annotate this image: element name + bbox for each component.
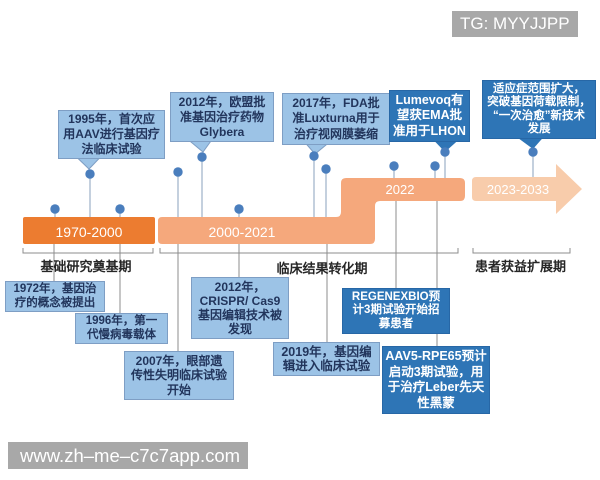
period-brackets — [22, 248, 571, 254]
segment-label-1970-2000: 1970-2000 — [55, 224, 123, 240]
event-box-1996-lentivirus: 1996年，第一 代慢病毒载体 — [75, 313, 168, 344]
event-box-aav5-rpe65: AAV5-RPE65预计 启动3期试验，用 于治疗Leber先天 性黑蒙 — [382, 346, 490, 414]
callout-tail-expansion — [516, 136, 544, 149]
period-label-patient: 患者获益扩展期 — [474, 259, 566, 274]
event-box-regenexbio-phase3: REGENEXBIO预 计3期试验开始招 募患者 — [342, 288, 450, 334]
segment-label-2023-2033: 2023-2033 — [486, 182, 550, 197]
event-dot — [115, 204, 125, 214]
period-bracket-clinical — [159, 248, 459, 254]
bar-1970-2000 — [23, 217, 155, 244]
event-dot — [389, 161, 399, 171]
event-dot — [85, 169, 95, 179]
event-box-2019-gene-editing: 2019年，基因编 辑进入临床试验 — [273, 342, 380, 376]
period-label-clinical: 临床结果转化期 — [276, 261, 368, 276]
period-bracket-foundation — [22, 248, 154, 254]
event-dot — [309, 151, 319, 161]
event-box-1972-concept: 1972年，基因治 疗的概念被提出 — [5, 281, 105, 312]
event-dot — [528, 147, 538, 157]
period-label-foundation: 基础研究奠基期 — [40, 259, 132, 274]
event-dot — [440, 147, 450, 157]
segment-label-2000-2021: 2000-2021 — [208, 224, 276, 240]
event-box-2017-luxturna: 2017年，FDA批 准Luxturna用于 治疗视网膜萎缩 — [282, 93, 390, 145]
event-dot — [50, 204, 60, 214]
event-dot — [430, 161, 440, 171]
watermark-website: www.zh–me–c7c7app.com — [8, 442, 248, 469]
event-dot — [234, 204, 244, 214]
watermark-telegram: TG: MYYJJPP — [452, 11, 578, 37]
event-dot — [321, 164, 331, 174]
event-box-2007-eye-trial: 2007年，眼部遗 传性失明临床试验 开始 — [124, 351, 234, 400]
period-bracket-patient — [472, 248, 571, 254]
event-box-indication-expansion: 适应症范围扩大， 突破基因荷载限制， “一次治愈”新技术 发展 — [482, 80, 596, 139]
event-box-2012-glybera: 2012年，欧盟批 准基因治疗药物 Glybera — [170, 92, 274, 142]
event-dot — [173, 167, 183, 177]
event-box-lumevoq-lhon: Lumevoq有 望获EMA批 准用于LHON — [389, 90, 470, 142]
bar-2023-2033-arrow — [472, 164, 582, 214]
segment-label-2022: 2022 — [385, 182, 415, 197]
event-dots — [50, 147, 538, 214]
bar-2000-2021-2022-step-ribbon — [158, 178, 465, 244]
event-box-1995-aav-trial: 1995年，首次应 用AAV进行基因疗 法临床试验 — [58, 110, 165, 159]
timeline-bars — [23, 164, 582, 244]
event-box-2012-crispr: 2012年， CRISPR/ Cas9 基因编辑技术被 发现 — [191, 277, 289, 339]
event-dot — [197, 152, 207, 162]
callout-tails — [74, 136, 544, 170]
callout-tail-lumevoq — [433, 139, 459, 152]
